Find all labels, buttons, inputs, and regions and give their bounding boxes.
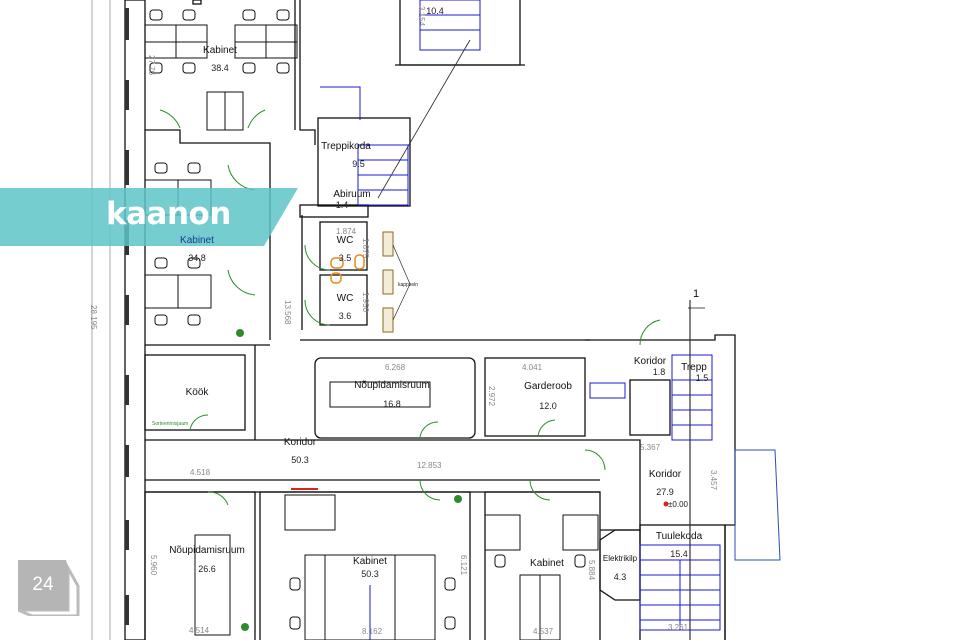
dimension: 3.261 — [668, 623, 689, 632]
dimension: 4.514 — [189, 626, 210, 635]
dimension: 5.884 — [587, 560, 596, 581]
level-marker: ±0.00 — [668, 500, 688, 509]
dimension: 13.568 — [283, 300, 292, 325]
chairs — [149, 9, 586, 630]
dimension: 1.950 — [361, 292, 370, 313]
doors — [159, 109, 661, 506]
dimension: 1.874 — [336, 227, 357, 236]
dimension: 12.853 — [417, 461, 442, 470]
walls — [124, 0, 736, 640]
dimension: 27.76 — [147, 55, 156, 76]
page-badge-icon — [18, 560, 80, 616]
room-kabinet: Kabinet — [530, 558, 564, 569]
dimension: 6.268 — [385, 363, 406, 372]
room-area: 10.4 — [426, 6, 444, 16]
dimension: 4.041 — [522, 363, 543, 372]
wc-fixtures — [330, 254, 365, 284]
wardrobes — [382, 231, 394, 333]
dimension: 4.518 — [190, 468, 211, 477]
dimension: 3.457 — [709, 470, 718, 491]
kitchen-tag: Sorteerimisjaam — [152, 421, 189, 427]
dimension: 5.367 — [640, 443, 661, 452]
brand-logo: kaanon — [106, 196, 231, 232]
dimension: 4.537 — [533, 627, 554, 636]
dimension: 6.121 — [459, 555, 468, 576]
dimension: 2.972 — [487, 386, 496, 407]
room-kook: Köök — [185, 387, 209, 398]
dimension: 1.875 — [361, 238, 370, 259]
dimension: 3.154 — [417, 6, 426, 27]
section-marker: 1 — [693, 288, 700, 300]
dimension: 5.960 — [149, 555, 158, 576]
page-number: 24 — [32, 574, 54, 595]
dimension: 28.195 — [89, 305, 98, 330]
dimension: 8.162 — [362, 627, 383, 636]
wardrobe-annotation: kappsein — [398, 282, 419, 288]
brand-banner — [0, 188, 298, 246]
stairs — [320, 0, 781, 640]
